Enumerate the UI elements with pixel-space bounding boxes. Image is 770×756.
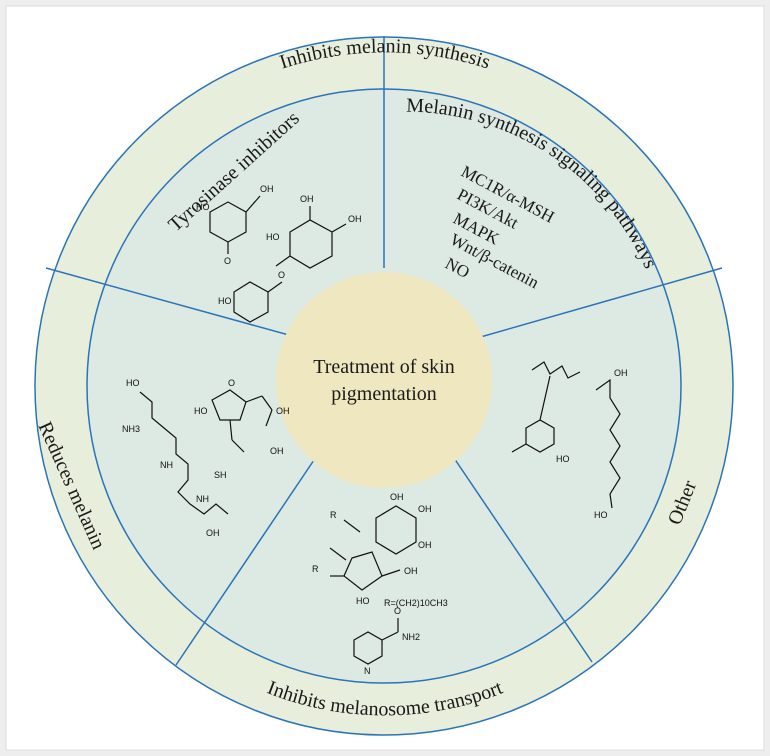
suc-ho: HO (356, 596, 370, 606)
gsh-oh: OH (206, 528, 220, 538)
arbutin-ho1: HO (266, 232, 280, 242)
diacid-structure: OH HO (594, 368, 628, 520)
center-label-line1: Treatment of skin (313, 356, 454, 378)
arbutin-ho2: HO (218, 296, 232, 306)
center-circle (276, 272, 492, 488)
arbutin-o: O (278, 270, 285, 280)
kojic-ho: HO (196, 202, 210, 212)
center-label-line2: pigmentation (331, 383, 437, 405)
asc-ho1: HO (194, 406, 208, 416)
acid-ho2: HO (594, 510, 608, 520)
kojic-oh: OH (260, 184, 274, 194)
r-formula: R=(CH2)10CH3 (384, 598, 448, 608)
divider-lower-left (175, 459, 315, 666)
acid-oh1: OH (614, 368, 628, 378)
arbutin-oh1: OH (300, 194, 314, 204)
ascorbyl-ether-structure: HO O OH OH (194, 378, 290, 456)
kojic-o: O (224, 256, 231, 266)
nic-n: N (364, 666, 371, 676)
gsh-nh3: NH3 (122, 424, 140, 434)
gsh-nh2: NH (196, 494, 209, 504)
arbutin-structure: OH OH HO HO O (218, 194, 362, 323)
suc-oh4: OH (404, 566, 418, 576)
asc-o: O (228, 378, 235, 388)
suc-oh2: OH (418, 504, 432, 514)
glutathione-structure: HO NH3 NH SH NH OH (122, 378, 229, 538)
divider-upper-left (45, 267, 297, 338)
suc-oh1: OH (390, 492, 404, 502)
kojic-acid-structure: HO OH O (196, 184, 274, 266)
suc-r2: R (312, 564, 319, 574)
nic-o: O (394, 606, 401, 616)
nic-nh2: NH2 (402, 632, 420, 642)
asc-oh1: OH (276, 406, 290, 416)
divider-lower-right (453, 457, 593, 663)
phenolic-structure: HO (511, 361, 581, 464)
arbutin-oh2: OH (348, 214, 362, 224)
asc-oh2: OH (270, 446, 284, 456)
sucrose-ester-structure: OH OH OH OH HO R R R=(CH2)10CH3 (312, 492, 448, 608)
suc-r1: R (330, 510, 337, 520)
gsh-ho: HO (126, 378, 140, 388)
gsh-nh1: NH (160, 460, 173, 470)
suc-oh3: OH (418, 540, 432, 550)
gsh-sh: SH (214, 470, 227, 480)
niacinamide-structure: O NH2 N (353, 606, 420, 676)
divider-upper-right (469, 267, 723, 341)
phenol-oh: HO (556, 454, 570, 464)
